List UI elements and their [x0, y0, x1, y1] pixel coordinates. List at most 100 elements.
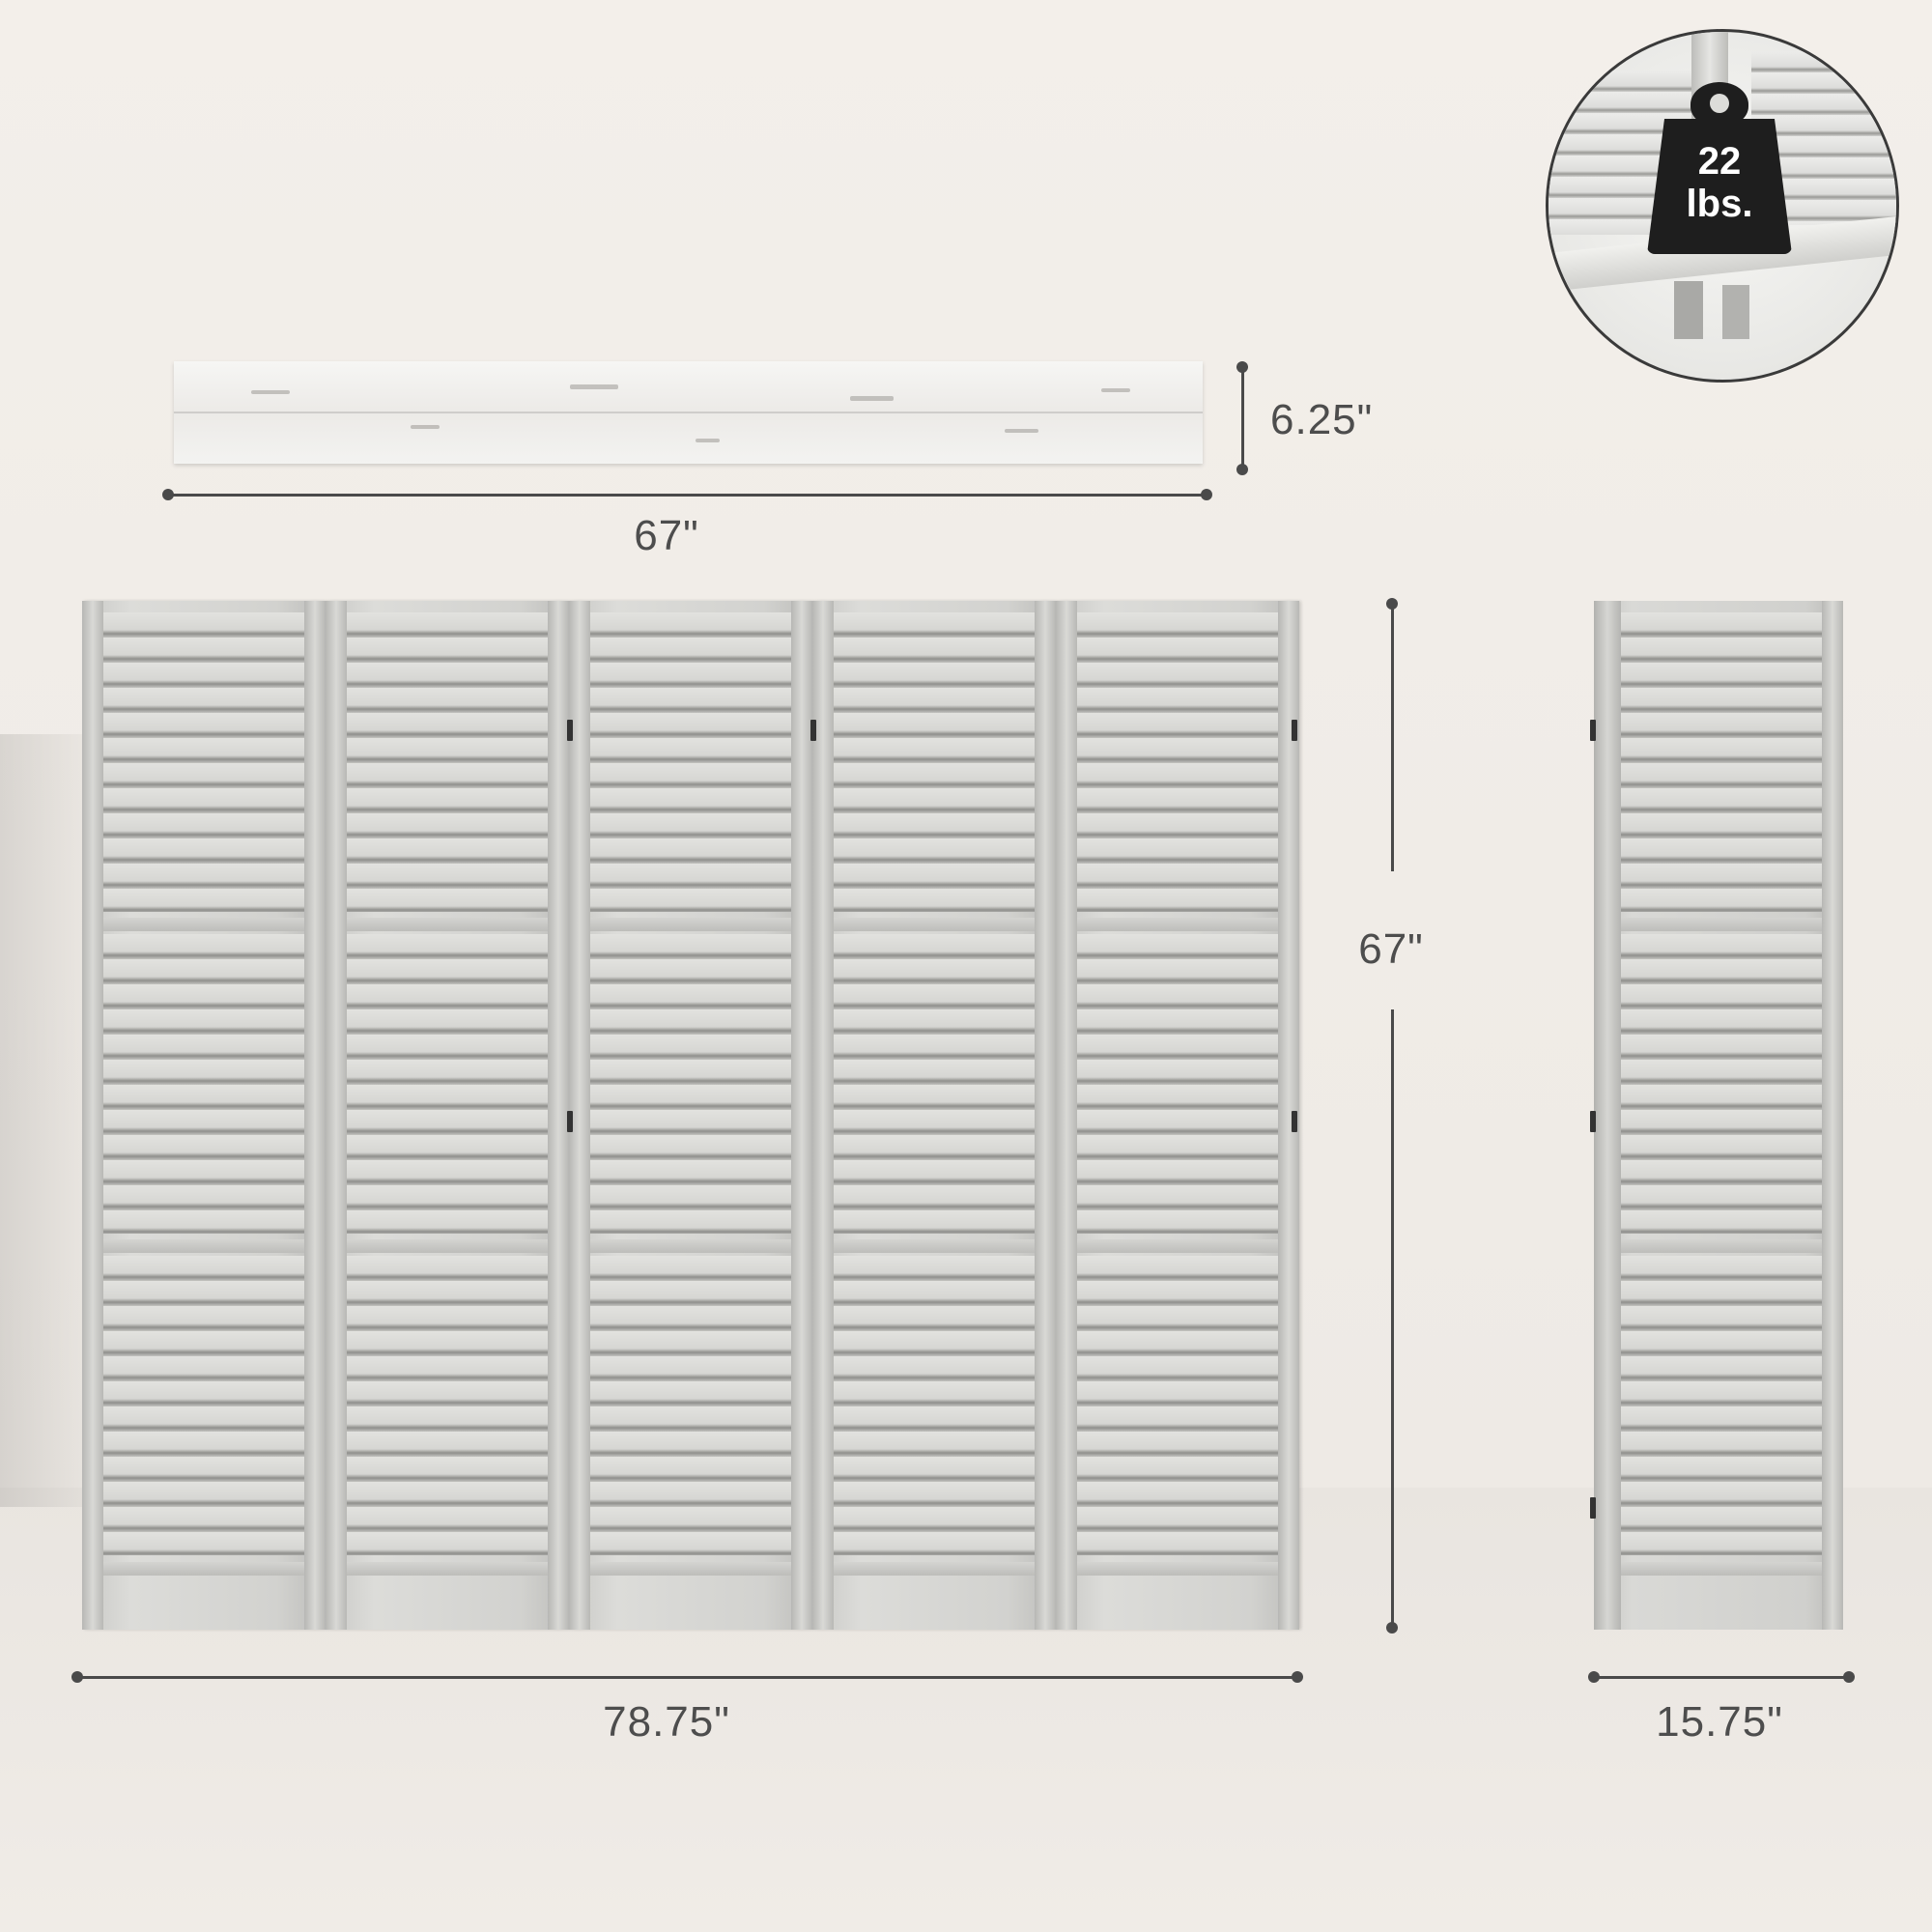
louver-section — [834, 612, 1035, 912]
screen-panel — [569, 601, 812, 1630]
wood-knot — [251, 390, 290, 394]
weight-body — [1647, 119, 1792, 254]
screen-panel — [1056, 601, 1299, 1630]
board-width-line — [168, 494, 1207, 497]
panel-rail — [812, 601, 834, 1630]
louver-section — [1621, 1256, 1822, 1555]
louver-section — [103, 612, 304, 912]
panel-rail — [1278, 601, 1299, 1630]
wood-knot — [850, 396, 894, 401]
board-width-label: 67" — [634, 512, 699, 559]
cross-rail — [103, 1239, 304, 1253]
louver-section — [834, 934, 1035, 1234]
panel-rail — [569, 601, 590, 1630]
cross-rail — [834, 1562, 1035, 1576]
wood-knot — [411, 425, 440, 429]
hinge — [1590, 1497, 1596, 1519]
dimension-endpoint — [162, 489, 174, 500]
cross-rail — [590, 1562, 791, 1576]
weight-value: 22 — [1697, 140, 1742, 183]
screen-width-label: 78.75" — [603, 1698, 730, 1746]
louver-section — [347, 1256, 548, 1555]
cross-rail — [103, 918, 304, 931]
panel-rail — [1056, 601, 1077, 1630]
wood-knot — [1005, 429, 1038, 433]
panel-rail — [82, 601, 103, 1630]
cross-rail — [834, 1239, 1035, 1253]
screen-height-label: 67" — [1358, 925, 1424, 973]
cross-rail — [1077, 1239, 1278, 1253]
panel-rail — [326, 601, 347, 1630]
wood-knot — [1101, 388, 1130, 392]
panel-width-line — [1594, 1676, 1850, 1679]
cross-rail — [347, 918, 548, 931]
screen-height-line-upper — [1391, 606, 1394, 871]
louver-section — [1077, 1256, 1278, 1555]
dimension-endpoint — [1292, 1671, 1303, 1683]
badge-foot — [1722, 285, 1749, 339]
screen-height-line-lower — [1391, 1009, 1394, 1628]
board-height-line — [1241, 367, 1244, 469]
panel-width-label: 15.75" — [1656, 1698, 1783, 1746]
dimension-endpoint — [1386, 598, 1398, 610]
cross-rail — [590, 1239, 791, 1253]
wood-knot — [570, 384, 618, 389]
panel-rail — [548, 601, 569, 1630]
louver-section — [347, 934, 548, 1234]
dimension-endpoint — [71, 1671, 83, 1683]
louver-section — [834, 1256, 1035, 1555]
hinge — [567, 1111, 573, 1132]
dimension-endpoint — [1236, 361, 1248, 373]
louver-section — [1621, 612, 1822, 912]
dimension-endpoint — [1588, 1671, 1600, 1683]
cross-rail — [1621, 918, 1822, 931]
panel-rail — [304, 601, 326, 1630]
hinge — [567, 720, 573, 741]
louver-section — [1621, 934, 1822, 1234]
louver-section — [590, 1256, 791, 1555]
dimension-endpoint — [1386, 1622, 1398, 1634]
wood-knot — [696, 439, 720, 442]
hinge — [810, 720, 816, 741]
cross-rail — [103, 1562, 304, 1576]
cross-rail — [347, 1239, 548, 1253]
screen-width-line — [77, 1676, 1299, 1679]
weight-icon: 22 lbs. — [1647, 82, 1792, 256]
screen-panel — [812, 601, 1056, 1630]
panel-rail — [1035, 601, 1056, 1630]
louver-section — [1077, 612, 1278, 912]
louver-section — [103, 934, 304, 1234]
louver-section — [1077, 934, 1278, 1234]
weight-text: 22 lbs. — [1647, 140, 1792, 225]
cross-rail — [834, 918, 1035, 931]
louver-section — [590, 612, 791, 912]
cross-rail — [1621, 1239, 1822, 1253]
cross-rail — [1621, 1562, 1822, 1576]
weight-badge: 22 lbs. — [1546, 29, 1899, 383]
badge-foot — [1674, 281, 1703, 339]
hinge — [1292, 720, 1297, 741]
hinge — [1590, 720, 1596, 741]
cross-rail — [590, 918, 791, 931]
dimension-endpoint — [1236, 464, 1248, 475]
single-panel-side-view — [1594, 601, 1843, 1630]
hinge — [1590, 1111, 1596, 1132]
cross-rail — [1077, 918, 1278, 931]
weight-unit: lbs. — [1686, 183, 1753, 225]
louver-section — [347, 612, 548, 912]
board-seam — [174, 412, 1203, 413]
cross-rail — [347, 1562, 548, 1576]
panel-rail — [1822, 601, 1843, 1630]
screen-panel — [326, 601, 569, 1630]
louver-section — [590, 934, 791, 1234]
dimension-endpoint — [1843, 1671, 1855, 1683]
cross-rail — [1077, 1562, 1278, 1576]
board-height-label: 6.25" — [1270, 396, 1374, 443]
panel-rail — [791, 601, 812, 1630]
panel-rail — [1594, 601, 1621, 1630]
top-board — [174, 361, 1203, 464]
dimension-endpoint — [1201, 489, 1212, 500]
louver-section — [103, 1256, 304, 1555]
screen-panel — [82, 601, 326, 1630]
hinge — [1292, 1111, 1297, 1132]
